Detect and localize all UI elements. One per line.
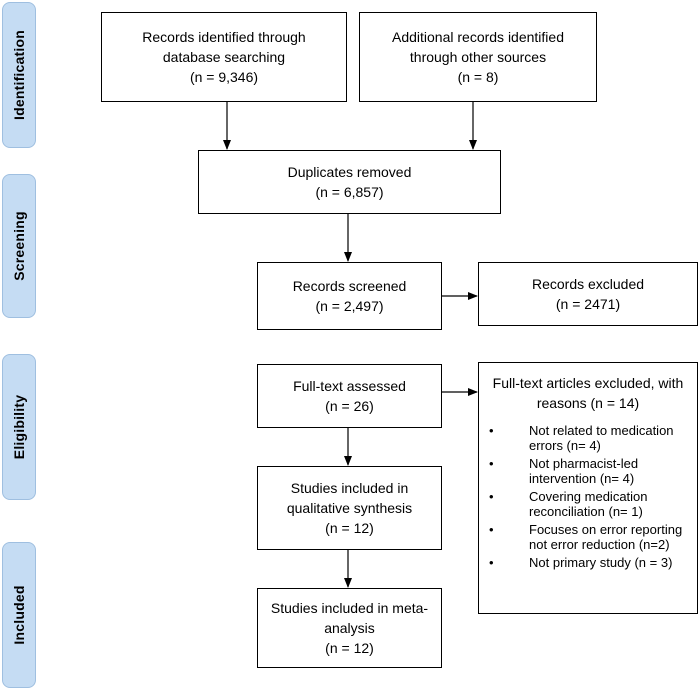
exclusion-reason: • Covering medication reconciliation (n=… [479, 489, 697, 519]
exclusion-reason: • Not primary study (n = 3) [479, 555, 697, 570]
records-excluded-count: (n = 2471) [555, 296, 621, 312]
additional-records-line-2: through other sources [409, 49, 547, 65]
exclusion-reasons-list: • Not related to medication errors (n= 4… [479, 423, 697, 573]
duplicates-removed-label: Duplicates removed [287, 164, 412, 180]
qualitative-synthesis-count: (n = 12) [325, 520, 374, 536]
phase-screening: Screening [2, 174, 36, 318]
fulltext-assessed-count: (n = 26) [325, 398, 374, 414]
records-screened-label: Records screened [292, 278, 407, 294]
exclusion-reason-line: Not pharmacist-led [529, 456, 639, 471]
fulltext-excluded-title-line-1: Full-text articles excluded, with [492, 375, 684, 391]
records-excluded-label: Records excluded [531, 276, 645, 292]
exclusion-reason-line: reconciliation (n= 1) [529, 504, 643, 519]
fulltext-excluded-title-line-2: reasons (n = 14) [536, 395, 640, 411]
records-identified-line-1: Records identified through [142, 29, 306, 45]
records-identified-line-2: database searching [162, 49, 286, 65]
bullet-icon: • [489, 423, 494, 438]
exclusion-reason: • Not pharmacist-led intervention (n= 4) [479, 456, 697, 486]
exclusion-reason: • Not related to medication errors (n= 4… [479, 423, 697, 453]
records-screened-count: (n = 2,497) [315, 298, 384, 314]
exclusion-reason-line: not error reduction (n=2) [529, 537, 670, 552]
meta-analysis-line-2: analysis [324, 620, 375, 636]
exclusion-reason-line: Not related to medication [529, 423, 674, 438]
box-qualitative-synthesis: Studies included in qualitative synthesi… [257, 466, 442, 550]
phase-included: Included [2, 542, 36, 688]
bullet-icon: • [489, 489, 494, 504]
exclusion-reason-line: errors (n= 4) [529, 438, 601, 453]
exclusion-reason-line: Not primary study (n = 3) [529, 555, 673, 570]
phase-eligibility: Eligibility [2, 354, 36, 500]
exclusion-reason-line: Focuses on error reporting [529, 522, 683, 537]
exclusion-reason-line: Covering medication [529, 489, 648, 504]
fulltext-assessed-label: Full-text assessed [293, 378, 406, 394]
box-records-screened: Records screened (n = 2,497) [257, 262, 442, 330]
phase-identification: Identification [2, 2, 36, 148]
box-meta-analysis: Studies included in meta- analysis (n = … [257, 588, 442, 668]
box-duplicates-removed: Duplicates removed (n = 6,857) [198, 150, 501, 214]
exclusion-reason-line: intervention (n= 4) [529, 471, 635, 486]
qualitative-synthesis-line-1: Studies included in [290, 480, 409, 496]
meta-analysis-line-1: Studies included in meta- [270, 600, 429, 616]
duplicates-removed-count: (n = 6,857) [315, 184, 384, 200]
meta-analysis-count: (n = 12) [325, 640, 374, 656]
qualitative-synthesis-line-2: qualitative synthesis [286, 500, 413, 516]
box-records-excluded: Records excluded (n = 2471) [478, 262, 698, 326]
box-fulltext-assessed: Full-text assessed (n = 26) [257, 364, 442, 428]
box-records-identified: Records identified through database sear… [101, 12, 347, 102]
fulltext-excluded-title: Full-text articles excluded, with reason… [479, 373, 697, 413]
box-fulltext-excluded: Full-text articles excluded, with reason… [478, 362, 698, 614]
bullet-icon: • [489, 456, 494, 471]
box-additional-records: Additional records identified through ot… [359, 12, 597, 102]
additional-records-count: (n = 8) [457, 69, 499, 85]
additional-records-line-1: Additional records identified [392, 29, 564, 45]
exclusion-reason: • Focuses on error reporting not error r… [479, 522, 697, 552]
bullet-icon: • [489, 522, 494, 537]
records-identified-count: (n = 9,346) [189, 69, 259, 85]
bullet-icon: • [489, 555, 494, 570]
